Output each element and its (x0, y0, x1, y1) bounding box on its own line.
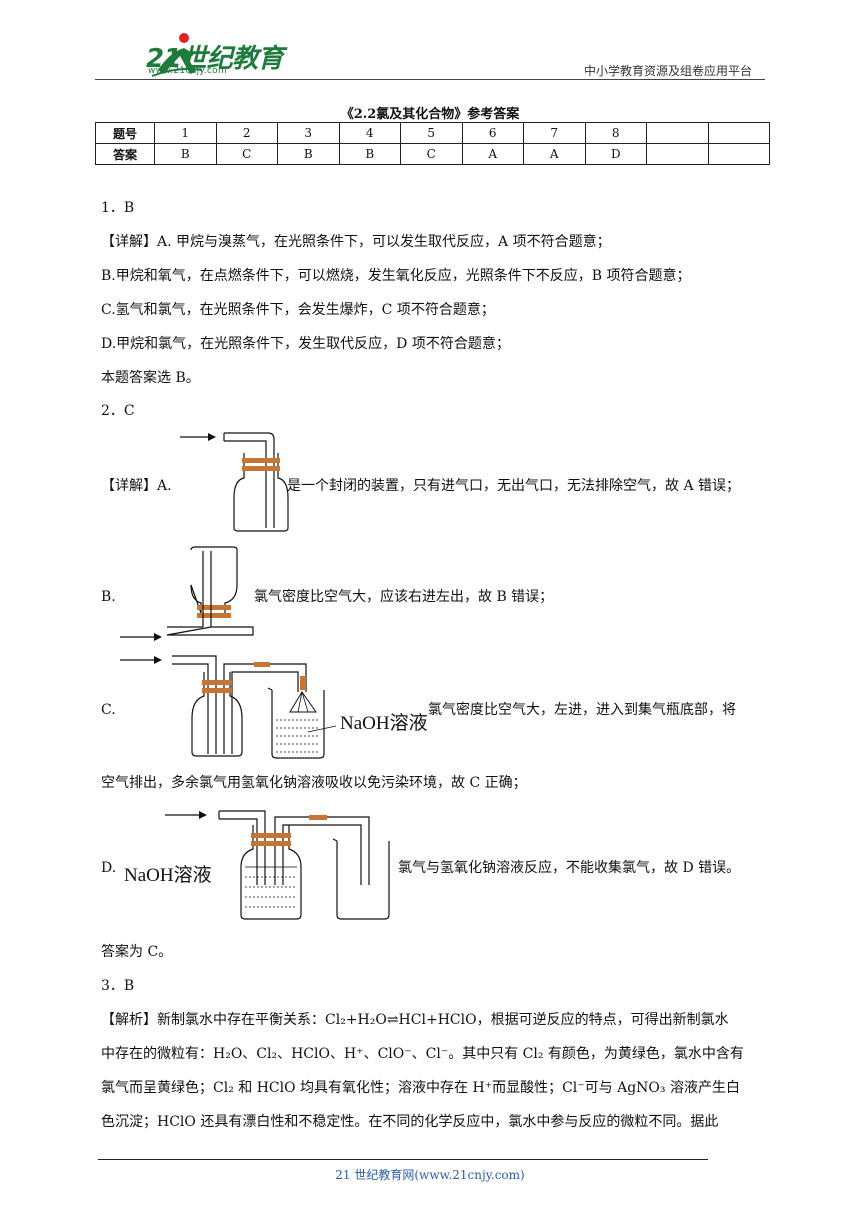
table-cell (646, 143, 709, 165)
footer-divider (98, 1159, 708, 1160)
q2-c-text: 氯气密度比空气大，左进，进入到集气瓶底部，将 (428, 702, 736, 718)
table-cell: C (215, 143, 278, 165)
logo-url: www.21cnjy.com (148, 66, 228, 76)
table-cell: 1 (154, 122, 217, 144)
table-cell: B (154, 143, 217, 165)
table-header-cell: 题号 (95, 122, 155, 144)
table-cell: B (338, 143, 401, 165)
q3-line: 中存在的微粒有：H₂O、Cl₂、HClO、H⁺、ClO⁻、Cl⁻。其中只有 Cl… (101, 1046, 744, 1062)
q3-head: 3．B (101, 978, 135, 994)
q3-line: 【解析】新制氯水中存在平衡关系：Cl₂+H₂O⇌HCl+HClO，根据可逆反应的… (101, 1012, 729, 1028)
answer-table: 题号 1 2 3 4 5 6 7 8 答案 B C B B C A A D (95, 122, 770, 165)
apparatus-b-diagram (166, 546, 254, 636)
q1-line: 【详解】A. 甲烷与溴蒸气，在光照条件下，可以发生取代反应，A 项不符合题意； (101, 234, 611, 250)
q2-a-text: 是一个封闭的装置，只有进气口，无出气口，无法排除空气，故 A 错误； (287, 478, 741, 494)
q2-a-label: 【详解】A. (101, 478, 172, 494)
q1-line: 本题答案选 B。 (101, 370, 200, 386)
q2-b-label: B. (101, 589, 116, 605)
q2-c-label: C. (101, 702, 116, 718)
table-cell: 2 (215, 122, 278, 144)
runner-logo-icon (151, 33, 203, 77)
platform-name: 中小学教育资源及组卷应用平台 (583, 64, 752, 78)
table-cell (707, 143, 770, 165)
table-cell: A (523, 143, 586, 165)
header-divider (95, 79, 765, 80)
table-header-cell: 答案 (95, 143, 155, 165)
q2-head: 2．C (101, 403, 135, 419)
table-cell (646, 122, 709, 144)
table-cell: D (584, 143, 647, 165)
table-cell: C (400, 143, 463, 165)
q2-conclusion: 答案为 C。 (101, 944, 173, 960)
q3-line: 色沉淀；HClO 还具有漂白性和不稳定性。在不同的化学反应中，氯水中参与反应的微… (101, 1114, 719, 1130)
table-cell (707, 122, 770, 144)
q2-c-text2: 空气排出，多余氯气用氢氧化钠溶液吸收以免污染环境，故 C 正确； (101, 775, 527, 791)
apparatus-d-diagram (165, 810, 390, 920)
q1-line: B.甲烷和氧气，在点燃条件下，可以燃烧，发生氧化反应，光照条件下不反应，B 项符… (101, 268, 691, 284)
apparatus-a-diagram (180, 432, 289, 532)
naoh-label-d: NaOH溶液 (124, 865, 212, 886)
table-cell: 6 (461, 122, 524, 144)
q1-line: D.甲烷和氯气，在光照条件下，发生取代反应，D 项不符合题意； (101, 336, 510, 352)
footer-link[interactable]: 21 世纪教育网(www.21cnjy.com) (335, 1168, 525, 1182)
q2-d-label: D. (101, 860, 117, 876)
table-row: 答案 B C B B C A A D (95, 143, 770, 165)
q2-b-text: 氯气密度比空气大，应该右进左出，故 B 错误； (254, 589, 554, 605)
table-cell: 4 (338, 122, 401, 144)
table-cell: A (461, 143, 524, 165)
table-cell: B (277, 143, 340, 165)
q1-head: 1．B (101, 200, 135, 216)
apparatus-c-diagram (172, 655, 337, 759)
page-title: 《2.2氯及其化合物》参考答案 (340, 107, 520, 122)
q2-d-text: 氯气与氢氧化钠溶液反应，不能收集氯气，故 D 错误。 (398, 860, 741, 876)
table-cell: 5 (400, 122, 463, 144)
table-cell: 8 (584, 122, 647, 144)
q3-line: 氯气而呈黄绿色；Cl₂ 和 HClO 均具有氧化性；溶液中存在 H⁺而显酸性；C… (101, 1080, 740, 1096)
q1-line: C.氢气和氯气，在光照条件下，会发生爆炸，C 项不符合题意； (101, 302, 495, 318)
table-cell: 3 (277, 122, 340, 144)
arrow-icon (120, 633, 162, 664)
naoh-label-c: NaOH溶液 (340, 713, 428, 734)
logo-text: 21世纪教育 (146, 44, 284, 74)
table-row: 题号 1 2 3 4 5 6 7 8 (95, 122, 770, 144)
table-cell: 7 (523, 122, 586, 144)
